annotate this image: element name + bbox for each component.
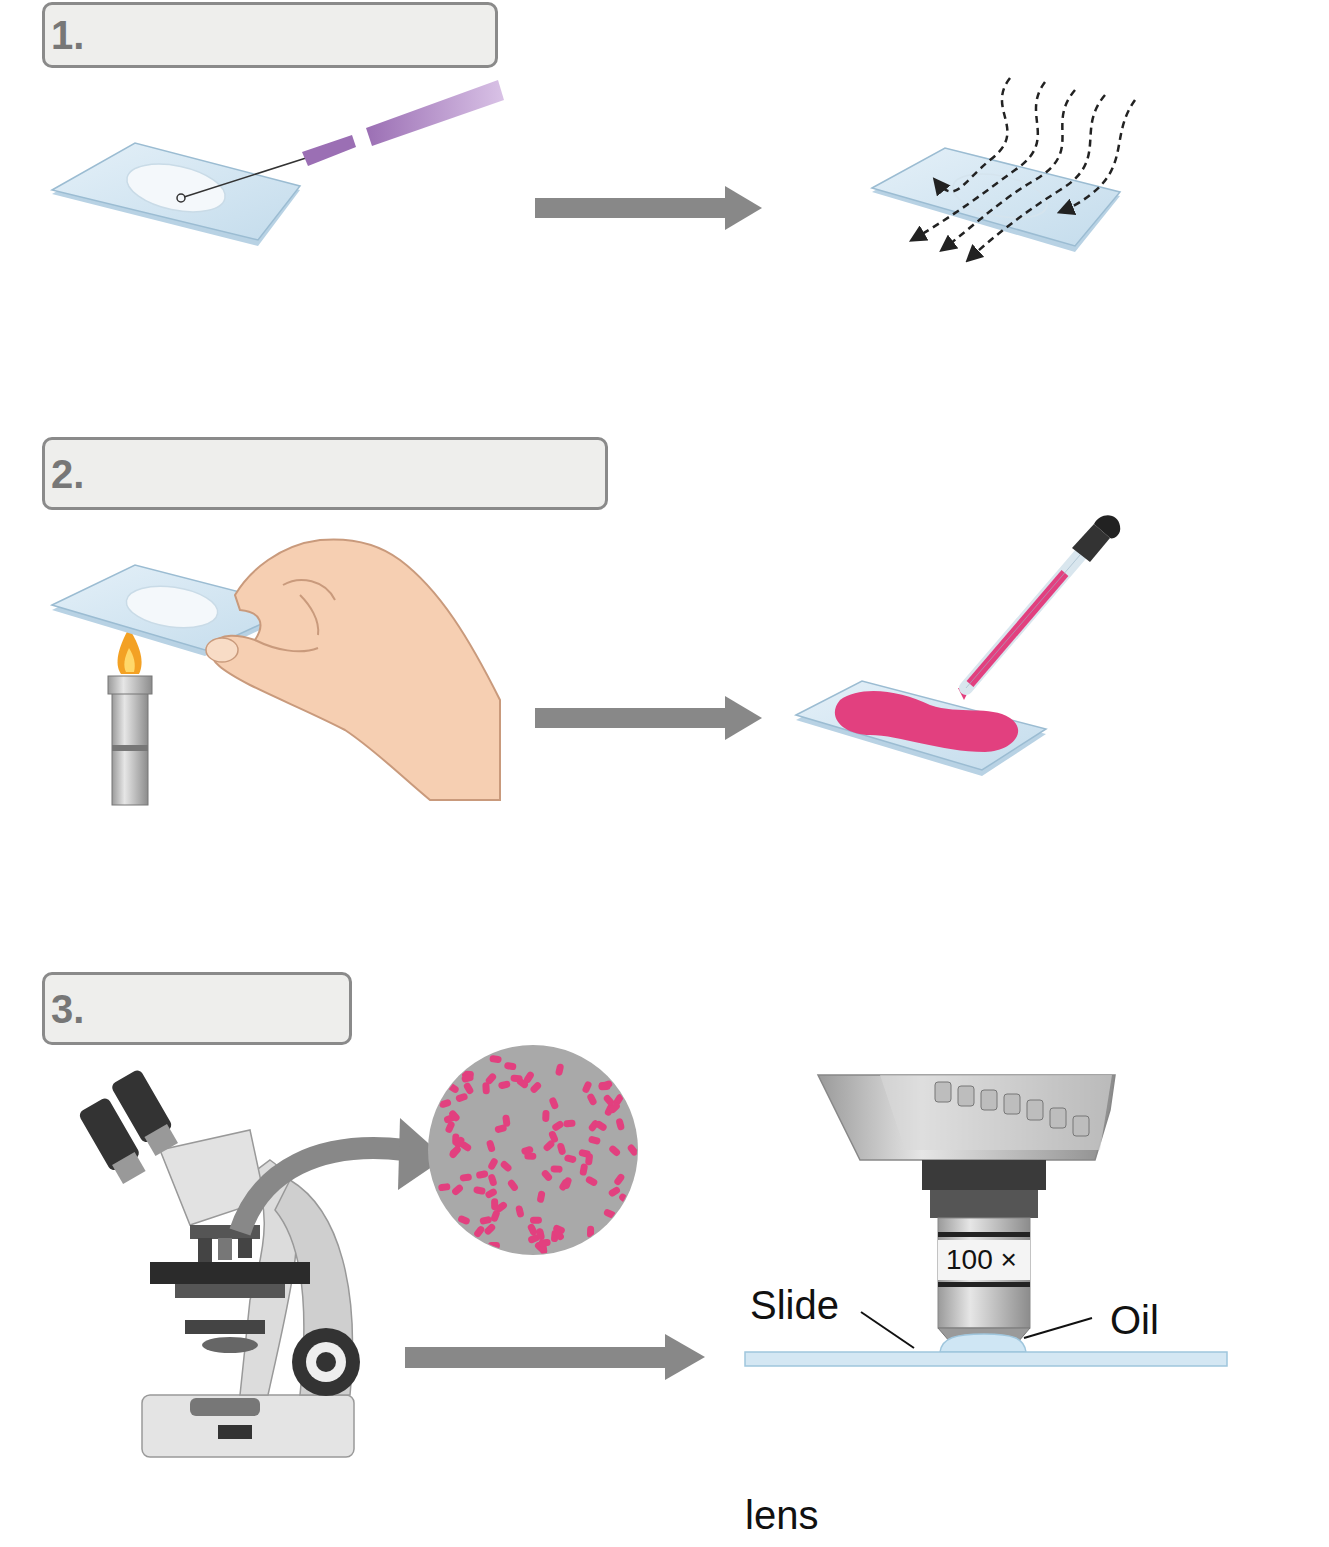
bacterium-rod — [529, 1081, 542, 1094]
bacterium-rod — [542, 1110, 549, 1122]
magnification-label: 100 × — [946, 1245, 1017, 1276]
bacterium-rod — [491, 1198, 498, 1210]
bacterium-rod — [536, 1190, 545, 1203]
bacterium-rod — [504, 1062, 517, 1071]
bacterium-rod — [542, 1139, 556, 1152]
step-number: 3. — [45, 989, 84, 1029]
bacterium-rod — [499, 1160, 513, 1173]
bacterium-rod — [461, 1073, 474, 1083]
bacterium-rod — [608, 1144, 622, 1157]
bacterium-rod — [579, 1163, 588, 1176]
air-dry-slide — [872, 78, 1135, 260]
bacterium-rod — [484, 1187, 498, 1199]
microscope-view — [428, 1045, 639, 1255]
bacterium-rod — [626, 1143, 639, 1157]
process-arrow — [405, 1334, 705, 1380]
bacterium-rod — [452, 1133, 459, 1145]
bacterium-rod — [563, 1119, 576, 1127]
bacterium-rod — [438, 1099, 451, 1109]
bacterium-rod — [586, 1092, 598, 1106]
bacterium-rod — [487, 1157, 499, 1171]
bacterium-rod — [594, 1120, 608, 1132]
bacterium-rod — [562, 1176, 572, 1190]
step-label-box: 2. — [42, 437, 608, 510]
bacterium-rod — [438, 1183, 451, 1191]
bacterium-rod — [581, 1080, 592, 1094]
bacterium-rod — [479, 1216, 492, 1226]
bacterium-rod — [448, 1109, 461, 1123]
bacterium-rod — [484, 1072, 497, 1086]
part-label: lens — [745, 1493, 818, 1537]
bacterium-rod — [530, 1217, 542, 1224]
bacterium-rod — [448, 1146, 461, 1160]
bacterium-rod — [486, 1139, 496, 1153]
bacterium-rod — [598, 1083, 610, 1090]
bacterium-rod — [607, 1186, 621, 1198]
bacterium-rod — [540, 1169, 553, 1183]
bacterium-rod — [555, 1063, 565, 1076]
process-arrow — [535, 696, 762, 740]
bacterium-rod — [524, 1153, 536, 1160]
step-number: 2. — [45, 454, 84, 494]
bacterium-rod — [588, 1135, 601, 1145]
bacterium-rod — [550, 1165, 562, 1172]
bacterium-rod — [507, 1178, 520, 1192]
bacterium-rod — [457, 1215, 471, 1226]
bacterium-rod — [536, 1227, 545, 1240]
bacterium-rod — [615, 1118, 625, 1131]
bacterium-rod — [585, 1175, 599, 1187]
bacterium-rod — [603, 1208, 617, 1219]
step-label-box: 1. — [42, 2, 498, 68]
heat-fix — [52, 539, 500, 805]
stain-slide — [796, 515, 1120, 776]
bacterium-rod — [473, 1186, 486, 1195]
bacterium-rod — [476, 1170, 489, 1179]
bacterium-rod — [473, 1225, 486, 1239]
microscope — [74, 1068, 360, 1457]
view-arrow — [240, 1118, 445, 1232]
process-arrow — [535, 186, 762, 230]
bacterium-rod — [552, 1228, 565, 1242]
bacterium-rod — [488, 1242, 500, 1249]
bacterium-rod — [613, 1173, 626, 1187]
bacterium-rod — [564, 1154, 577, 1164]
bacterium-rod — [538, 1239, 551, 1247]
bacterium-rod — [515, 1205, 525, 1218]
bacterium-rod — [608, 1101, 622, 1114]
bacterium-rod — [585, 1153, 594, 1166]
bacterium-rod — [489, 1055, 502, 1063]
bacterium-rod — [551, 1120, 565, 1132]
slide-with-loop — [52, 80, 504, 246]
bacterium-rod — [483, 1223, 496, 1236]
step-number: 1. — [45, 15, 84, 55]
bacterium-rod — [451, 1183, 465, 1196]
bacterium-rod — [498, 1080, 511, 1090]
bacterium-rod — [487, 1173, 497, 1187]
bacterium-rod — [446, 1082, 460, 1095]
bacterium-rod — [587, 1226, 594, 1238]
bacterium-rod — [455, 1092, 469, 1102]
step-label-box: 3. — [42, 972, 352, 1045]
bacterium-rod — [516, 1077, 530, 1090]
part-label: Oil — [1110, 1298, 1159, 1342]
bacterium-rod — [463, 1081, 475, 1095]
oil-immersion-objective — [745, 1075, 1227, 1366]
bacterium-rod — [459, 1173, 472, 1182]
part-label: Slide — [750, 1283, 839, 1327]
bacterium-rod — [494, 1124, 507, 1134]
bacterium-rod — [557, 1142, 567, 1155]
bacterium-rod — [618, 1192, 632, 1205]
bacterium-rod — [548, 1096, 559, 1110]
